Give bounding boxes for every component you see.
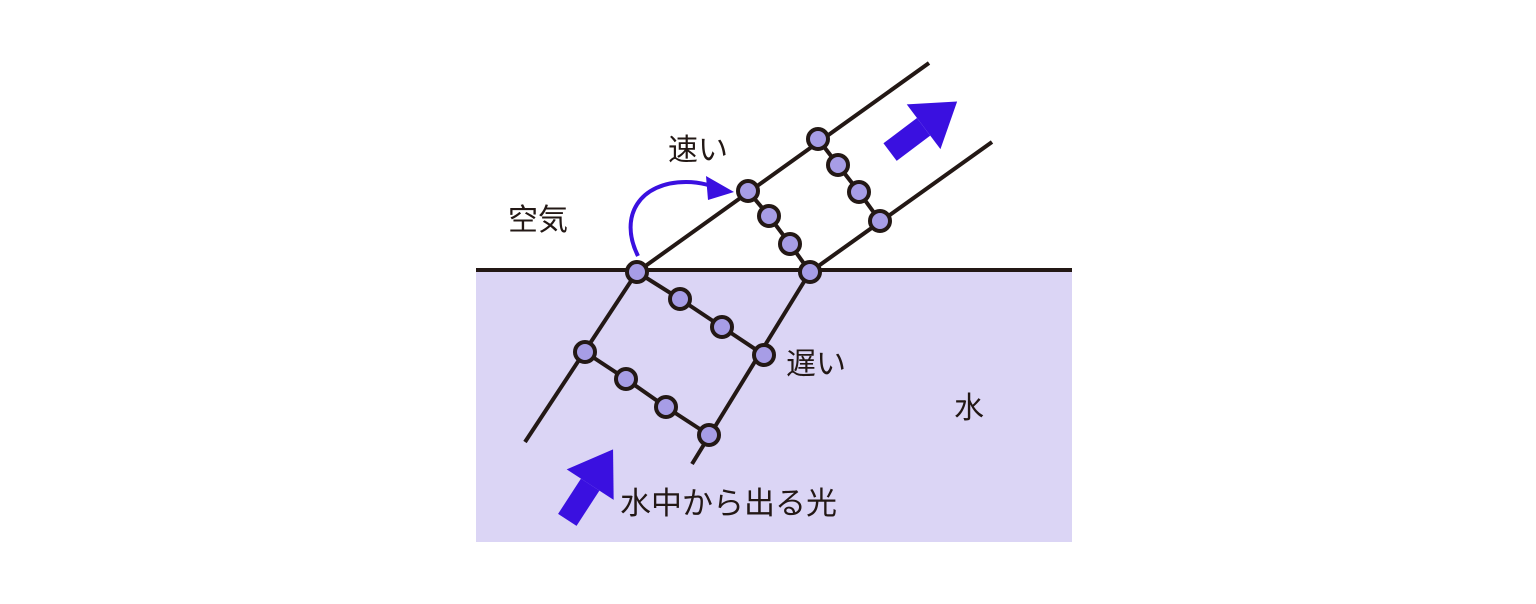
light-from-water-label: 水中から出る光 (620, 486, 837, 522)
outgoing-light-arrow (883, 101, 958, 161)
wavefront-air-upper-dot (847, 180, 871, 204)
wavefront-air-lower-dot (736, 179, 760, 203)
water-label: 水 (954, 391, 984, 426)
incoming-light-arrow (558, 449, 614, 526)
wavefront-water-lower-dot (697, 423, 721, 447)
beam-edge-left-air (635, 61, 931, 274)
wavefront-air-upper-line (816, 137, 882, 223)
wavefront-water-upper-line (635, 270, 766, 357)
wavefront-air-lower-line (746, 189, 812, 274)
wavefront-water-upper-dot (625, 260, 649, 284)
wavefront-water-upper-dot (668, 287, 692, 311)
fast-label: 速い (668, 133, 728, 168)
wavefront-water-lower-dot (573, 340, 597, 364)
wavefront-air-upper-dot (868, 209, 892, 233)
beam-edge-right-air (808, 140, 994, 274)
wavefront-water-lower-dot (614, 367, 638, 391)
wavefront-air-lower-dot (757, 204, 781, 228)
wavefront-air-lower-dot (798, 260, 822, 284)
air-label: 空気 (508, 203, 568, 238)
wavefront-air-upper-dot (826, 153, 850, 177)
wavefronts (573, 127, 892, 447)
wavefront-water-upper-dot (710, 315, 734, 339)
wavefront-water-upper-dot (752, 343, 776, 367)
angle-curve-arrowhead (706, 176, 734, 200)
wavefront-water-lower-line (583, 350, 711, 437)
slow-label: 遅い (786, 347, 846, 382)
wavefront-air-upper-dot (806, 127, 830, 151)
wavefront-water-lower-dot (654, 395, 678, 419)
wavefront-air-lower-dot (778, 232, 802, 256)
